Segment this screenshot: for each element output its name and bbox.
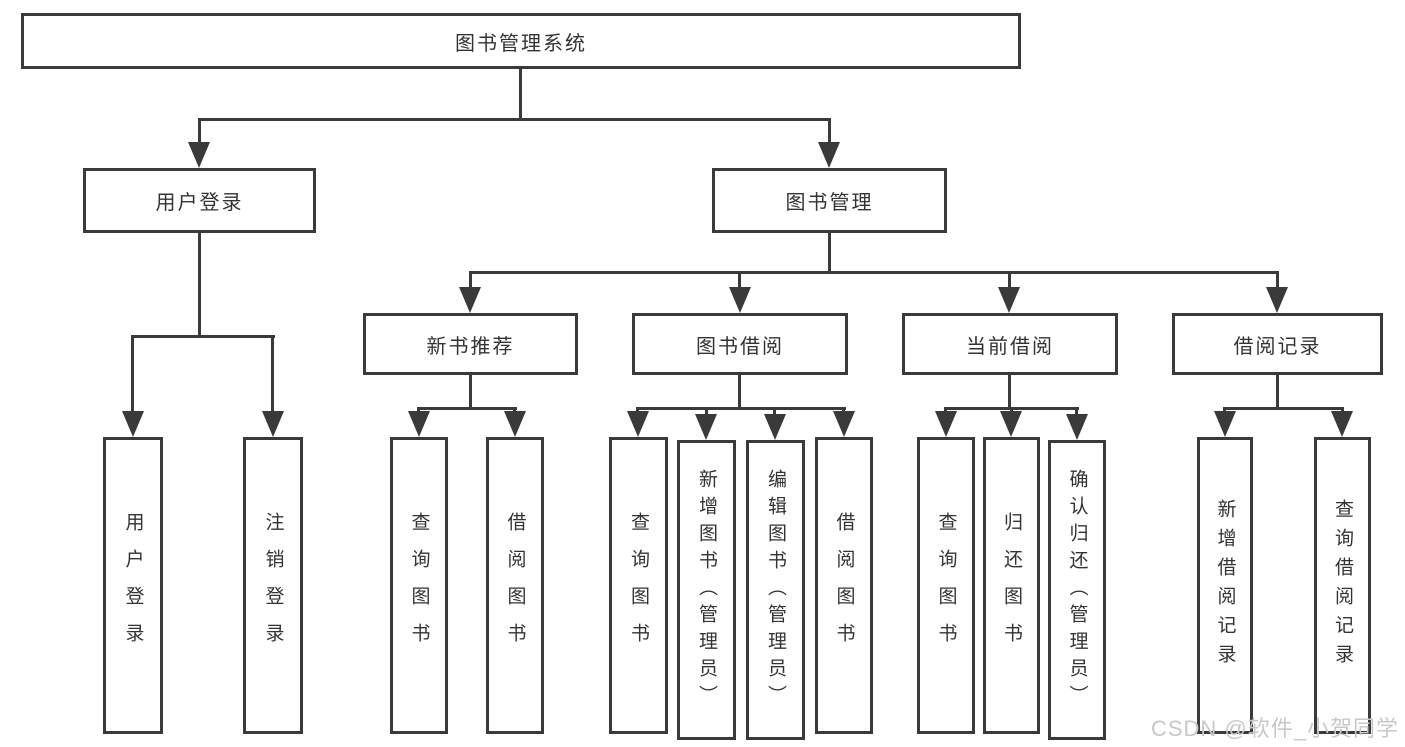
- node-library-system: 图书管理系统: [21, 13, 1021, 69]
- leaf-label: 借阅图书: [833, 511, 855, 660]
- arrow-down-icon: [188, 142, 210, 168]
- leaf-label: 查询图书: [408, 511, 430, 660]
- leaf-label: 确认归还（管理员）: [1066, 468, 1088, 712]
- arrow-down-icon: [998, 287, 1020, 313]
- connector-line: [198, 118, 831, 121]
- connector-line: [738, 271, 741, 297]
- arrow-down-icon: [695, 414, 717, 440]
- connector-line: [198, 118, 201, 156]
- connector-line: [469, 375, 472, 410]
- connector-line: [636, 407, 846, 410]
- arrow-down-icon: [833, 411, 855, 437]
- node-label: 图书管理: [785, 192, 874, 214]
- leaf-return-books: 归还图书: [983, 437, 1040, 734]
- leaf-query-books-borrow: 查询图书: [609, 437, 668, 734]
- node-book-management: 图书管理: [712, 168, 947, 233]
- arrow-down-icon: [1214, 411, 1236, 437]
- arrow-down-icon: [764, 414, 786, 440]
- connector-line: [198, 233, 201, 338]
- arrow-down-icon: [459, 287, 481, 313]
- node-label: 用户登录: [155, 192, 244, 214]
- connector-line: [828, 233, 831, 274]
- connector-line: [131, 335, 275, 338]
- node-current-borrow: 当前借阅: [902, 313, 1118, 375]
- connector-line: [1008, 375, 1011, 410]
- leaf-add-borrow-record: 新增借阅记录: [1197, 437, 1253, 734]
- arrow-down-icon: [1331, 411, 1353, 437]
- node-label: 图书借阅: [696, 335, 784, 358]
- leaf-query-borrow-record: 查询借阅记录: [1314, 437, 1371, 734]
- node-user-login: 用户登录: [83, 168, 316, 233]
- connector-line: [1223, 407, 1344, 410]
- leaf-borrow-books: 借阅图书: [815, 437, 873, 734]
- connector-line: [738, 375, 741, 410]
- leaf-user-login: 用户登录: [103, 437, 163, 734]
- arrow-down-icon: [1066, 414, 1088, 440]
- node-label: 借阅记录: [1233, 335, 1322, 358]
- node-book-borrow: 图书借阅: [632, 313, 848, 375]
- leaf-query-books-current: 查询图书: [917, 437, 975, 734]
- connector-line: [469, 271, 472, 297]
- arrow-down-icon: [729, 287, 751, 313]
- leaf-label: 查询借阅记录: [1332, 498, 1353, 673]
- node-new-book-recommend: 新书推荐: [363, 313, 578, 375]
- leaf-label: 查询图书: [628, 511, 649, 660]
- leaf-logout: 注销登录: [243, 437, 303, 734]
- arrow-down-icon: [627, 411, 649, 437]
- leaf-label: 查询图书: [935, 511, 957, 660]
- leaf-query-books-recommend: 查询图书: [390, 437, 448, 734]
- arrow-down-icon: [818, 142, 840, 168]
- connector-line: [519, 69, 522, 121]
- leaf-confirm-return-admin: 确认归还（管理员）: [1048, 440, 1106, 740]
- node-label: 图书管理系统: [455, 32, 587, 55]
- leaf-label: 新增图书（管理员）: [696, 468, 717, 712]
- connector-line: [1008, 271, 1011, 297]
- leaf-label: 编辑图书（管理员）: [765, 468, 786, 712]
- node-label: 新书推荐: [426, 335, 515, 358]
- leaf-edit-books-admin: 编辑图书（管理员）: [746, 440, 805, 740]
- arrow-down-icon: [935, 411, 957, 437]
- leaf-label: 注销登录: [262, 511, 284, 660]
- arrow-down-icon: [1000, 411, 1022, 437]
- connector-line: [1276, 271, 1279, 297]
- arrow-down-icon: [1266, 287, 1288, 313]
- leaf-label: 归还图书: [1001, 511, 1022, 660]
- leaf-add-books-admin: 新增图书（管理员）: [677, 440, 736, 740]
- leaf-label: 借阅图书: [504, 511, 526, 660]
- leaf-label: 新增借阅记录: [1214, 498, 1236, 673]
- connector-line: [1276, 375, 1279, 410]
- connector-line: [469, 271, 1279, 274]
- arrow-down-icon: [122, 411, 144, 437]
- connector-line: [271, 335, 274, 421]
- csdn-watermark: CSDN @软件_小贺同学: [1150, 716, 1399, 741]
- arrow-down-icon: [262, 411, 284, 437]
- connector-line: [828, 118, 831, 156]
- arrow-down-icon: [408, 411, 430, 437]
- leaf-borrow-books-recommend: 借阅图书: [486, 437, 544, 734]
- connector-line: [131, 335, 134, 421]
- node-label: 当前借阅: [966, 335, 1054, 358]
- node-borrow-records: 借阅记录: [1172, 313, 1383, 375]
- leaf-label: 用户登录: [122, 511, 144, 660]
- arrow-down-icon: [504, 411, 526, 437]
- connector-line: [417, 407, 517, 410]
